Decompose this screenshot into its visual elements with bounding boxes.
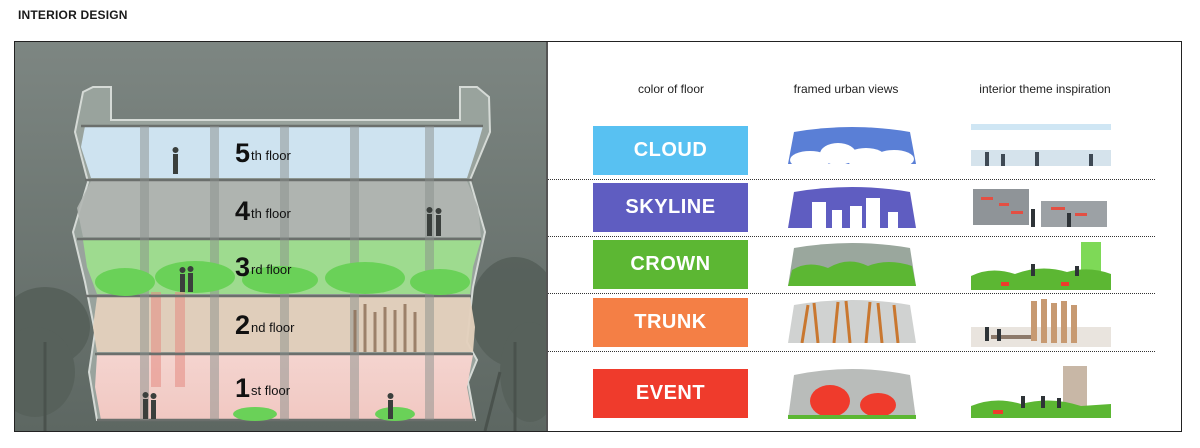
floor-suffix: th floor [251,148,291,163]
column-header-inspiration: interior theme inspiration [979,82,1111,96]
skyline-view-thumbnail [788,187,916,228]
theme-swatch-crown: CROWN [593,240,748,289]
page-title: INTERIOR DESIGN [18,8,128,22]
floor-suffix: nd floor [251,320,295,335]
theme-swatch-cloud: CLOUD [593,126,748,175]
floor-suffix: th floor [251,206,291,221]
crown-view-thumbnail [788,243,916,286]
building-section-rendering: 5th floor 4th floor 3rd floor 2nd floor … [15,42,548,431]
theme-swatch-trunk: TRUNK [593,298,748,347]
floor-label-3: 3rd floor [235,252,292,283]
event-view-thumbnail [788,369,916,419]
trunk-view-thumbnail [788,300,916,343]
trunk-inspiration-thumbnail [971,299,1111,347]
row-divider [548,351,1155,352]
floor-number: 2 [235,310,251,340]
row-divider [548,293,1155,294]
floor-suffix: rd floor [251,262,292,277]
cloud-view-thumbnail [788,127,916,166]
theme-swatch-skyline: SKYLINE [593,183,748,232]
event-inspiration-thumbnail [971,366,1111,418]
floor-label-2: 2nd floor [235,310,294,341]
row-divider [548,179,1155,180]
diagram-frame: 5th floor 4th floor 3rd floor 2nd floor … [14,41,1182,432]
column-header-color: color of floor [637,82,705,96]
column-header-views: framed urban views [793,82,899,96]
floor-number: 1 [235,373,251,403]
row-divider [548,236,1155,237]
skyline-inspiration-thumbnail [973,189,1107,227]
floor-label-1: 1st floor [235,373,290,404]
floor-number: 5 [235,138,251,168]
floor-label-4: 4th floor [235,196,291,227]
floor-suffix: st floor [251,383,291,398]
cloud-inspiration-thumbnail [971,124,1111,166]
floor-number: 3 [235,252,251,282]
theme-swatch-event: EVENT [593,369,748,418]
floor-label-5: 5th floor [235,138,291,169]
crown-inspiration-thumbnail [971,242,1111,290]
floor-number: 4 [235,196,251,226]
